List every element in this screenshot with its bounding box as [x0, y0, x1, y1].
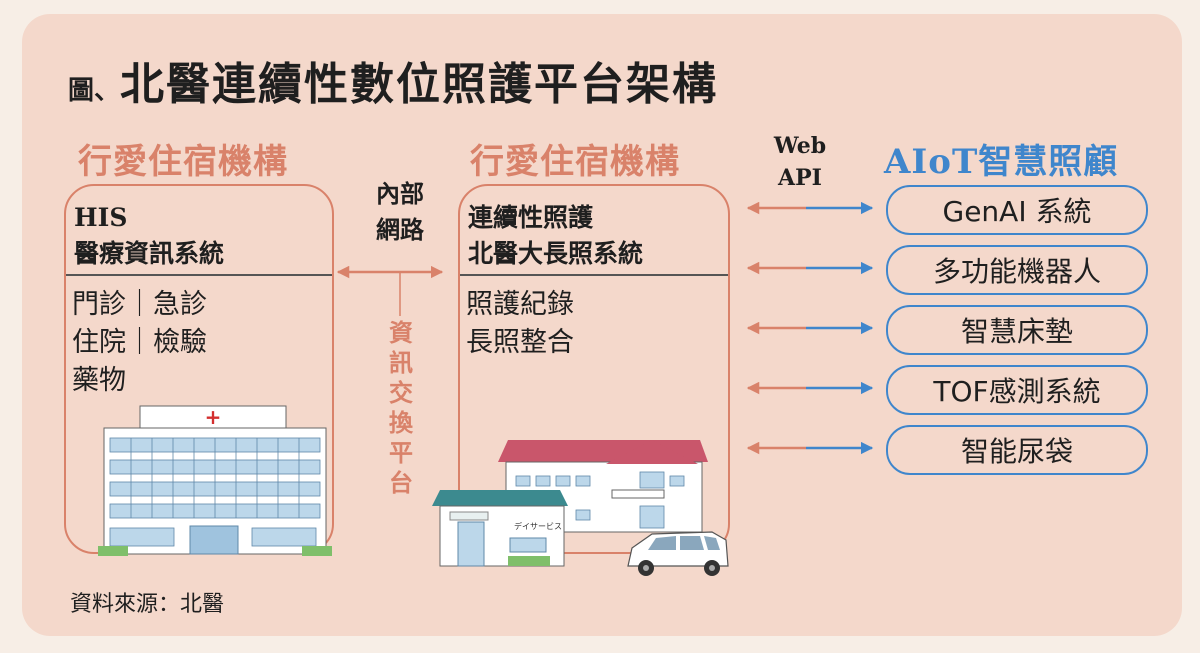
mid-column-heading: 行愛住宿機構 [470, 142, 680, 182]
left-column-heading: 行愛住宿機構 [78, 142, 288, 182]
his-body: 門診｜急診 住院｜檢驗 藥物 [72, 286, 207, 400]
his-title-line1: HIS [74, 203, 128, 232]
exchange-char: 平 [389, 438, 413, 467]
ltc-body-line1: 照護紀錄 [466, 289, 574, 320]
aiot-item-robot: 多功能機器人 [886, 245, 1148, 295]
figure-title: 圖、 北醫連續性數位照護平台架構 [68, 48, 718, 112]
exchange-char: 交 [389, 378, 413, 407]
his-title-line2: 醫療資訊系統 [74, 239, 225, 268]
ltc-divider [460, 274, 728, 276]
info-exchange-platform-label: 資 訊 交 換 平 台 [386, 318, 416, 498]
web-api-label: Web API [760, 130, 840, 194]
aiot-item-urine-bag: 智能尿袋 [886, 425, 1148, 475]
aiot-item-smart-mattress: 智慧床墊 [886, 305, 1148, 355]
title-prefix: 圖、 [68, 76, 121, 106]
his-body-line3: 藥物 [72, 365, 126, 396]
ltc-title-line1: 連續性照護 [468, 203, 594, 232]
title-main: 北醫連續性數位照護平台架構 [120, 59, 719, 110]
his-divider [66, 274, 332, 276]
web-api-line1: Web [773, 133, 827, 159]
day-service-sign: デイサービス [514, 521, 562, 531]
hospital-cross-icon: + [205, 405, 222, 429]
his-body-line2: 住院｜檢驗 [72, 327, 207, 358]
exchange-char: 資 [389, 318, 413, 347]
ltc-title-line2: 北醫大長照系統 [468, 239, 644, 268]
care-facility-illustration: デイサービス [432, 440, 708, 567]
his-body-line1: 門診｜急診 [72, 289, 207, 320]
aiot-item-genai: GenAI 系統 [886, 185, 1148, 235]
ltc-body: 照護紀錄 長照整合 [466, 286, 574, 362]
internal-network-line2: 網路 [376, 215, 424, 244]
internal-network-label: 內部 網路 [362, 176, 438, 248]
exchange-char: 台 [389, 468, 413, 497]
hospital-illustration: + [98, 405, 332, 556]
exchange-char: 訊 [389, 348, 413, 377]
ltc-title: 連續性照護 北醫大長照系統 [468, 200, 643, 272]
source-note: 資料來源：北醫 [70, 592, 225, 617]
internal-network-line1: 內部 [376, 179, 424, 208]
exchange-char: 換 [389, 408, 413, 437]
car-icon [627, 531, 729, 576]
aiot-item-tof-sensor: TOF感測系統 [886, 365, 1148, 415]
ltc-body-line2: 長照整合 [466, 327, 574, 358]
his-title: HIS 醫療資訊系統 [74, 200, 224, 272]
aiot-heading: AIoT智慧照顧 [884, 142, 1119, 182]
web-api-line2: API [778, 165, 822, 191]
